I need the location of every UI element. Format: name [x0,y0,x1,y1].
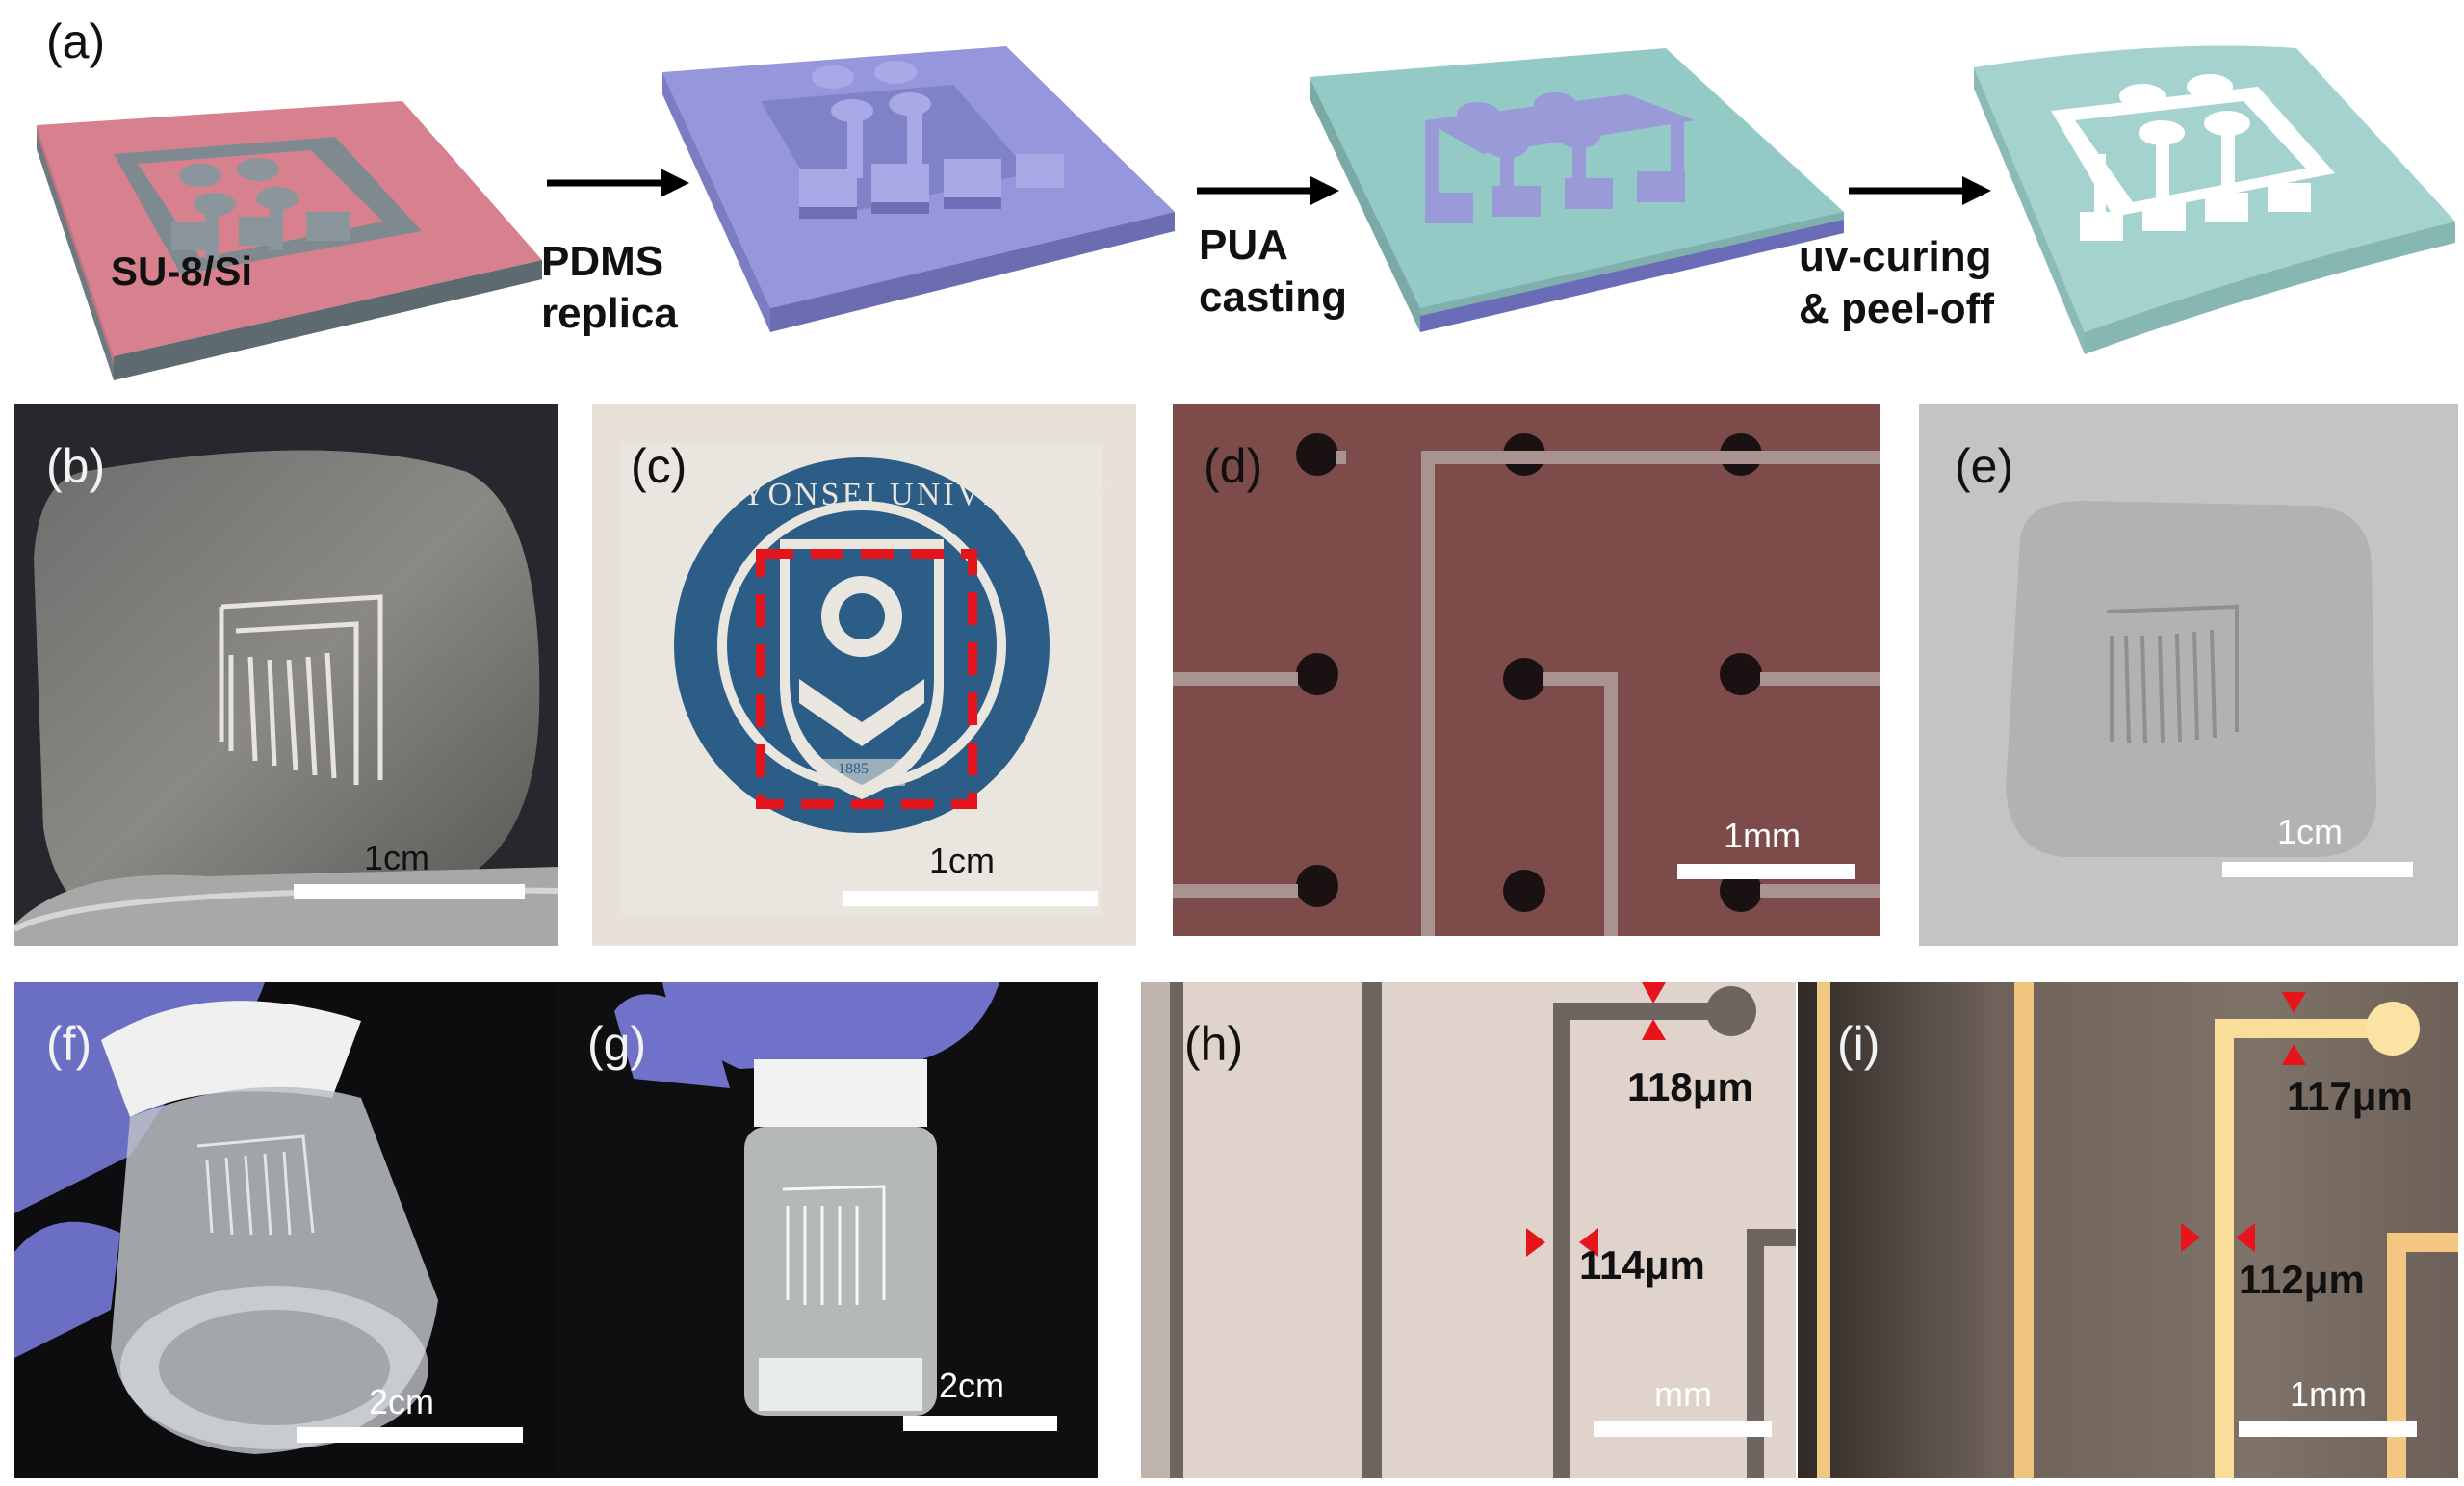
scalebar-label-d: 1mm [1724,816,1801,855]
scalebar-label-f: 2cm [369,1382,435,1421]
photo-i-microscope [1798,982,2458,1478]
step-uv-line1: uv-curing [1799,233,1992,280]
scalebar-label-i: 1mm [2290,1374,2367,1414]
measurement-i-top: 117μm [2287,1074,2413,1119]
measurement-i-side: 112μm [2239,1257,2365,1302]
panel-label-i: (i) [1837,1017,1880,1071]
scalebar-c [843,891,1098,906]
step-label-pua: PUA casting [1199,220,1347,324]
scalebar-e [2222,862,2413,877]
process-arrow-3 [1849,171,1993,210]
step-pua-line2: casting [1199,274,1348,321]
panel-label-d: (d) [1204,439,1263,493]
scalebar-label-c: 1cm [929,841,996,880]
pua-film-illustration [1969,29,2460,361]
photo-e-pua-film-gray [1919,404,2458,946]
panel-label-a: (a) [46,14,106,68]
process-arrow-2 [1197,171,1341,210]
scalebar-label-g: 2cm [939,1366,1005,1405]
panel-label-b: (b) [46,439,106,493]
scalebar-d [1677,864,1855,879]
photo-b-pua-film [14,404,558,946]
scalebar-i [2239,1421,2417,1437]
photo-g-vial-upright [557,982,1098,1478]
pdms-replica-illustration [655,19,1194,337]
logo-arc-text: YONSEI UNIVERSITY [741,477,1116,512]
su8-mold-illustration [17,58,557,385]
scalebar-g [903,1416,1057,1431]
measurement-h-side: 114μm [1579,1242,1705,1288]
panel-label-c: (c) [631,439,687,493]
scalebar-h [1594,1421,1772,1437]
scalebar-label-e: 1cm [2277,812,2344,851]
pua-casting-illustration [1310,29,1858,337]
process-arrow-1 [547,164,691,202]
step-label-uv: uv-curing & peel-off [1799,231,1994,335]
panel-label-e: (e) [1955,439,2014,493]
step-pua-line1: PUA [1199,222,1288,269]
logo-year-text: 1885 [838,761,869,777]
photo-f-vial [14,982,558,1478]
scalebar-f [297,1427,523,1443]
step-uv-line2: & peel-off [1799,285,1994,332]
photo-c-logo-film [592,404,1136,946]
panel-label-h: (h) [1184,1017,1244,1071]
panel-label-f: (f) [46,1017,92,1071]
scalebar-label-b: 1cm [364,838,430,877]
photo-d-microscope [1173,404,1880,936]
step-pdms-line2: replica [541,290,678,337]
scalebar-b [294,884,525,899]
step-pdms-line1: PDMS [541,238,664,285]
panel-label-g: (g) [587,1017,647,1071]
photo-h-microscope [1141,982,1796,1478]
step-label-pdms: PDMS replica [541,236,678,340]
substrate-label: SU-8/Si [111,248,253,294]
scalebar-label-h: mm [1654,1374,1712,1414]
measurement-h-top: 118μm [1627,1064,1753,1109]
